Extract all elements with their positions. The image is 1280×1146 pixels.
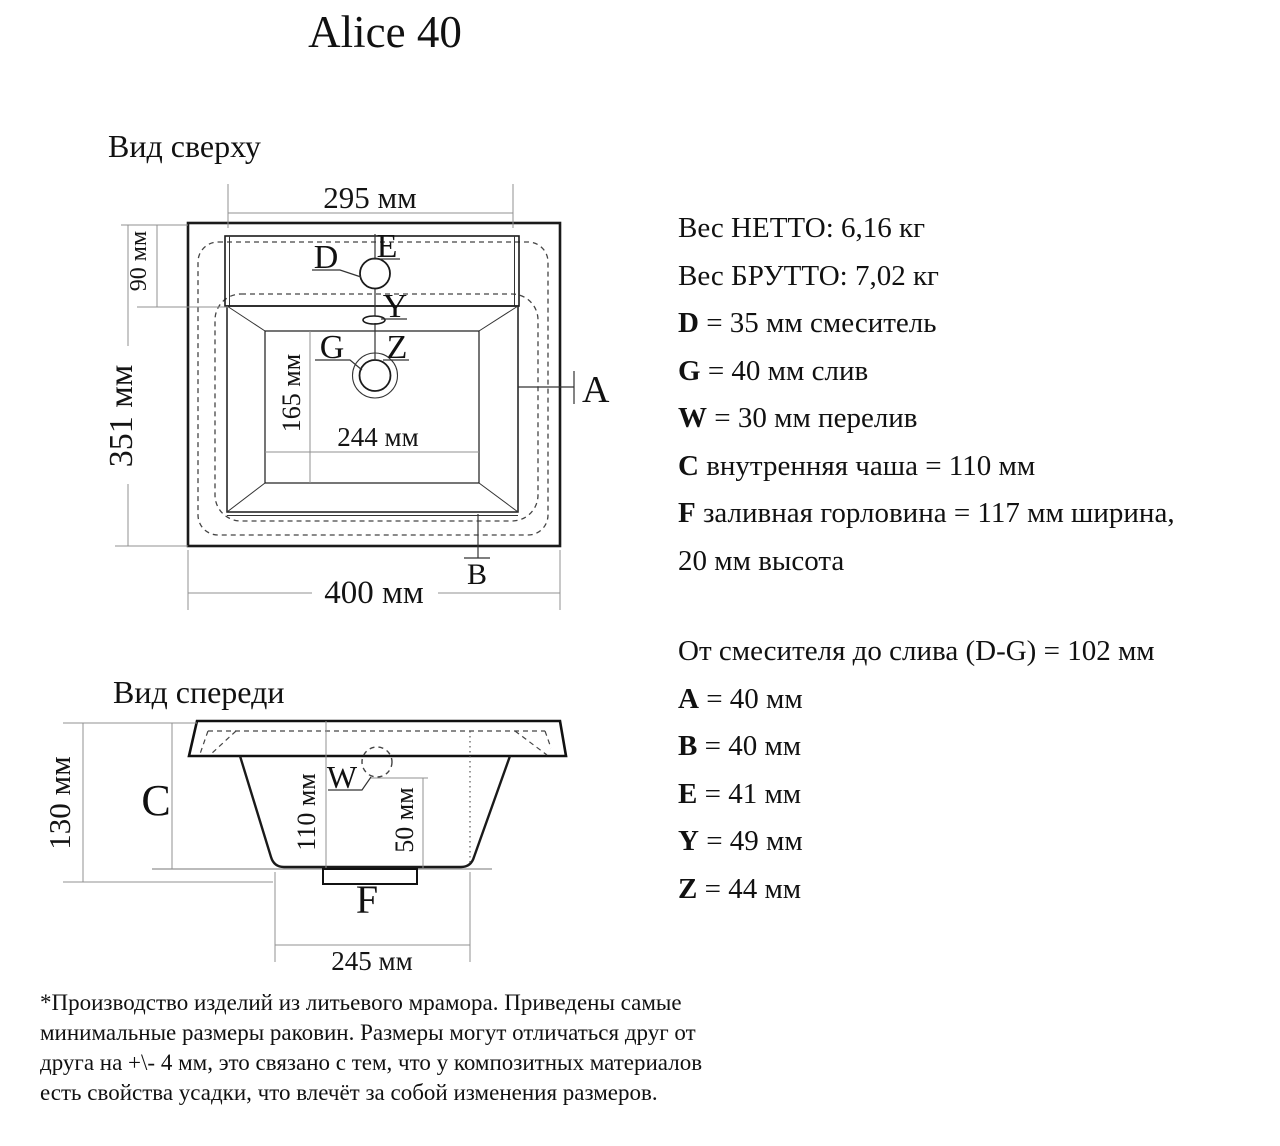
dim-130: 130 мм — [42, 722, 273, 883]
dim-110: 110 мм — [292, 773, 321, 850]
svg-text:130 мм: 130 мм — [42, 756, 77, 849]
svg-text:351 мм: 351 мм — [103, 365, 140, 468]
overflow-slot — [362, 315, 386, 325]
dim-245: 245 мм — [274, 872, 471, 976]
measure-line: Z = 44 мм — [678, 872, 802, 905]
top-view-drawing: D E Y G Z A B 295 мм 90 мм 351 мм 165 мм… — [103, 177, 610, 611]
basin-outline — [238, 755, 512, 869]
label-b-leader — [464, 514, 490, 559]
dim-400: 400 мм — [187, 550, 561, 611]
label-e: E — [377, 228, 398, 265]
label-z: Z — [387, 329, 408, 366]
label-b: B — [467, 558, 487, 591]
spec-line: C внутренняя чаша = 110 мм — [678, 449, 1036, 482]
measure-line: B = 40 мм — [678, 730, 802, 762]
measure-line: A = 40 мм — [678, 682, 803, 715]
svg-text:90 мм: 90 мм — [126, 231, 152, 291]
svg-text:110 мм: 110 мм — [292, 773, 321, 850]
faucet-deck — [224, 235, 520, 307]
spec-line: 20 мм высота — [678, 544, 845, 577]
svg-text:245 мм: 245 мм — [331, 946, 412, 976]
spec-line: G = 40 мм слив — [678, 354, 869, 387]
deck-slab — [187, 719, 568, 758]
drain-flange — [322, 868, 418, 885]
spec-line: D = 35 мм смеситель — [678, 307, 937, 339]
dim-50: 50 мм — [390, 787, 419, 852]
label-f: F — [356, 877, 378, 922]
outer-hidden-edge — [197, 241, 549, 536]
page-title: Alice 40 — [308, 7, 462, 57]
drain-recess — [351, 352, 399, 399]
footnote-line: минимальные размеры раковин. Размеры мог… — [40, 1020, 696, 1045]
line-50 — [370, 777, 428, 868]
svg-text:244 мм: 244 мм — [337, 422, 418, 452]
dim-165: 165 мм — [277, 331, 311, 483]
spec-line: Вес БРУТТО: 7,02 кг — [678, 259, 939, 292]
label-w-leader — [328, 776, 372, 791]
svg-text:165 мм: 165 мм — [277, 354, 306, 432]
front-view-drawing: W C F 130 мм 110 мм 50 мм 245 мм — [42, 719, 568, 976]
dim-90: 90 мм — [121, 224, 228, 308]
footnote-line: есть свойства усадки, что влечёт за собо… — [40, 1080, 658, 1105]
label-a-leader — [518, 371, 575, 404]
spec-line: W = 30 мм перелив — [678, 402, 918, 434]
top-view-heading: Вид сверху — [108, 128, 261, 164]
measure-list: От смесителя до слива (D-G) = 102 мм A =… — [678, 628, 1155, 913]
label-g-leader — [315, 359, 363, 371]
spec-line: Вес НЕТТО: 6,16 кг — [678, 212, 925, 244]
bowl-outline — [226, 305, 519, 516]
dim-295: 295 мм — [227, 177, 514, 228]
hidden-rim-lines — [199, 730, 552, 756]
dim-244: 244 мм — [265, 422, 479, 453]
footnote: *Производство изделий из литьевого мрамо… — [40, 988, 702, 1108]
svg-text:50 мм: 50 мм — [390, 787, 419, 852]
measure-line: От смесителя до слива (D-G) = 102 мм — [678, 635, 1155, 667]
overflow-hole — [361, 746, 393, 778]
label-a: A — [582, 369, 610, 411]
svg-text:400 мм: 400 мм — [324, 575, 424, 611]
label-w: W — [327, 759, 358, 795]
spec-line: F заливная горловина = 117 мм ширина, — [678, 497, 1175, 529]
sink-outer-outline — [186, 221, 562, 548]
drain-hole — [358, 359, 392, 392]
front-view-heading: Вид спереди — [113, 674, 285, 710]
svg-text:295 мм: 295 мм — [323, 180, 416, 215]
label-d-leader — [312, 269, 362, 278]
footnote-line: *Производство изделий из литьевого мрамо… — [40, 990, 682, 1015]
label-c: C — [141, 776, 170, 825]
dim-351: 351 мм — [103, 225, 188, 547]
measure-line: Y = 49 мм — [678, 825, 803, 857]
measure-line: E = 41 мм — [678, 777, 802, 810]
bowl-rim-hidden-edge — [214, 293, 539, 522]
spec-list: Вес НЕТТО: 6,16 кг Вес БРУТТО: 7,02 кг D… — [678, 205, 1175, 585]
footnote-line: друга на +\- 4 мм, это связано с тем, чт… — [40, 1050, 703, 1075]
